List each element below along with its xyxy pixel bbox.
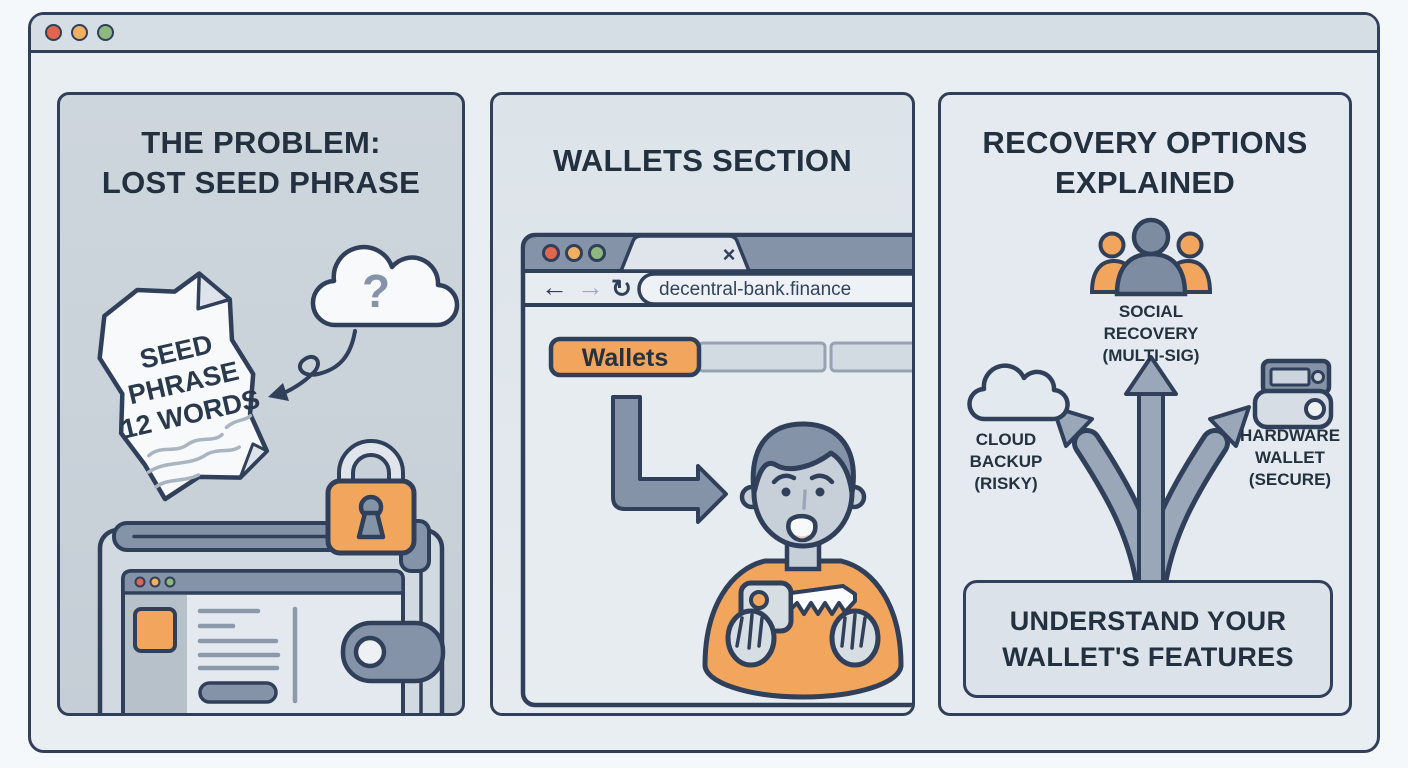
url-bar[interactable] bbox=[637, 272, 915, 306]
right-panel-title: RECOVERY OPTIONS EXPLAINED bbox=[982, 125, 1308, 200]
nav-tab-placeholder-1[interactable] bbox=[697, 341, 827, 373]
question-mark: ? bbox=[362, 265, 390, 317]
left-panel-title: THE PROBLEM: LOST SEED PHRASE bbox=[101, 125, 421, 200]
browser-minimize-icon[interactable] bbox=[565, 244, 583, 262]
branching-arrows bbox=[1051, 355, 1251, 592]
maximize-window-icon[interactable] bbox=[97, 24, 114, 41]
curly-arrow bbox=[268, 329, 357, 401]
wallets-button-label[interactable]: Wallets bbox=[582, 344, 669, 372]
cloud-backup-label: CLOUD BACKUP (RISKY) bbox=[969, 430, 1043, 493]
worried-person-illustration bbox=[702, 421, 904, 700]
window-titlebar bbox=[31, 15, 1377, 53]
panel-lost-seed-phrase: THE PROBLEM: LOST SEED PHRASE SEED PHRAS… bbox=[57, 92, 465, 716]
wallet-strap bbox=[340, 620, 446, 684]
social-recovery-icon bbox=[1089, 217, 1213, 297]
forward-icon[interactable]: → bbox=[577, 272, 604, 302]
hair bbox=[750, 421, 856, 496]
social-recovery-label: SOCIAL RECOVERY (MULTI-SIG) bbox=[1102, 302, 1200, 365]
cloud-backup-icon bbox=[967, 363, 1070, 422]
locked-wallet-illustration bbox=[97, 439, 446, 713]
browser-close-icon[interactable] bbox=[542, 244, 560, 262]
padlock-icon bbox=[325, 439, 417, 556]
sidebar-tile bbox=[133, 607, 177, 653]
lost-seed-phrase-illustration: SEED PHRASE 12 WORDS ? bbox=[97, 244, 460, 713]
down-right-arrow bbox=[611, 395, 728, 524]
panel-recovery-options: RECOVERY OPTIONS EXPLAINED bbox=[938, 92, 1352, 716]
close-window-icon[interactable] bbox=[45, 24, 62, 41]
paper-scribbles bbox=[146, 413, 253, 489]
hands bbox=[725, 608, 881, 668]
nav-tab-placeholder-2[interactable] bbox=[829, 341, 915, 373]
minimize-window-icon[interactable] bbox=[71, 24, 88, 41]
understand-wallet-features-box: UNDERSTAND YOUR WALLET'S FEATURES bbox=[963, 580, 1333, 698]
panel-wallets-section: WALLETS SECTION × ← → ↻ decentral-bank.f… bbox=[490, 92, 915, 716]
wallets-button[interactable] bbox=[548, 336, 702, 378]
wallets-section-illustration: × ← → ↻ decentral-bank.finance Wallets bbox=[520, 232, 915, 708]
tab-close-icon[interactable]: × bbox=[723, 242, 736, 267]
question-cloud-icon: ? bbox=[310, 244, 460, 328]
url-text: decentral-bank.finance bbox=[659, 279, 851, 300]
mini-browser-icon bbox=[121, 569, 405, 713]
browser-tab[interactable] bbox=[618, 234, 752, 273]
torn-paper-icon: SEED PHRASE 12 WORDS bbox=[97, 271, 270, 502]
back-icon[interactable]: ← bbox=[541, 272, 568, 302]
middle-panel-title: WALLETS SECTION bbox=[553, 143, 852, 178]
browser-maximize-icon[interactable] bbox=[588, 244, 606, 262]
hardware-wallet-icon bbox=[1252, 358, 1334, 430]
hardware-wallet-label: HARDWARE WALLET (SECURE) bbox=[1239, 426, 1341, 489]
sad-mouth bbox=[786, 513, 818, 543]
browser-pill-button bbox=[198, 681, 278, 704]
recovery-options-illustration bbox=[967, 217, 1334, 592]
content-lines bbox=[197, 606, 298, 704]
refresh-icon[interactable]: ↻ bbox=[611, 275, 632, 303]
